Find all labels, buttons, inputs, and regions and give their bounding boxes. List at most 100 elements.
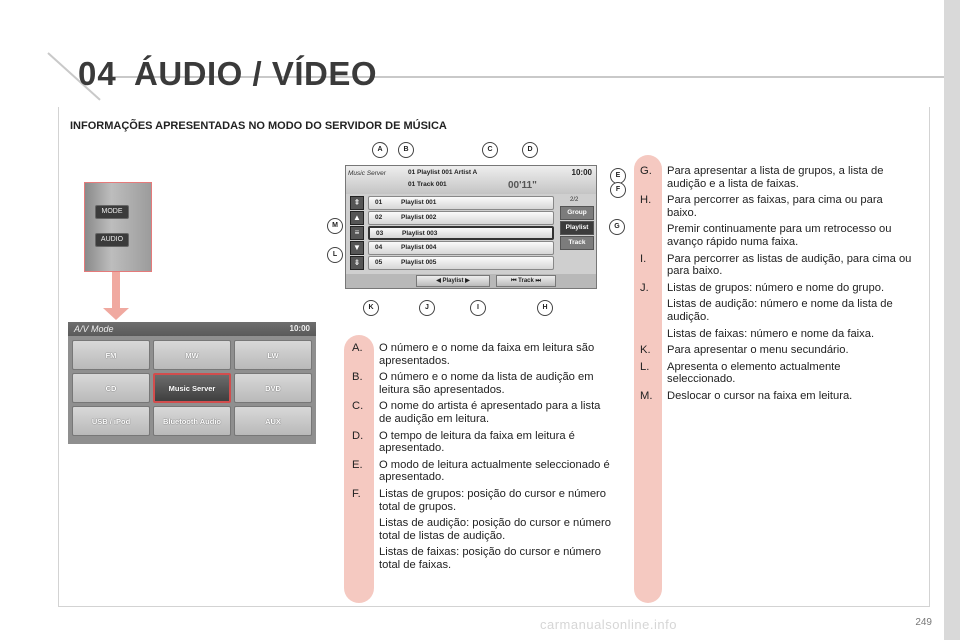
av-mode-title: A/V Mode: [74, 324, 114, 334]
playlist-row[interactable]: 03 Playlist 003: [368, 226, 554, 240]
legend-letter: D.: [352, 429, 364, 442]
content-frame: [58, 107, 930, 607]
list-nav-icon[interactable]: ≡: [350, 226, 364, 240]
legend-letter: G.: [640, 165, 652, 177]
music-server-header: Music Server 01 Playlist 001 Artist A 01…: [346, 166, 596, 194]
legend-extra-text: Listas de audição: posição do cursor e n…: [379, 517, 611, 542]
callout-k: K: [363, 300, 379, 316]
list-nav-icon[interactable]: ▼: [350, 241, 364, 255]
legend-text: Deslocar o cursor na faixa em leitura.: [667, 389, 853, 402]
legend-item: E.O modo de leitura actualmente seleccio…: [352, 459, 614, 484]
legend-item: H. Para percorrer as faixas, para cima ou…: [640, 194, 912, 219]
elapsed-time: 00'11": [508, 180, 537, 191]
list-mode-tab[interactable]: Group: [560, 206, 594, 220]
playlist-row-label: Playlist 001: [401, 199, 437, 206]
callout-g: G: [609, 219, 625, 235]
track-scroll-button[interactable]: ⏮ Track ⏭: [496, 275, 556, 287]
av-mode-button[interactable]: DVD: [234, 373, 312, 403]
legend-list-left: A. O número e o nome da faixa em leitura …: [352, 342, 614, 576]
playlist-row[interactable]: 04 Playlist 004: [368, 241, 554, 255]
legend-letter: M.: [640, 389, 653, 402]
down-arrow-icon: [103, 308, 129, 320]
legend-text: Para percorrer as faixas, para cima ou p…: [667, 194, 883, 219]
audio-button: AUDIO: [95, 233, 129, 247]
av-mode-clock: 10:00: [289, 324, 310, 333]
playlist-row-label: Playlist 004: [401, 244, 437, 251]
list-nav-icon[interactable]: ⇟: [350, 256, 364, 270]
watermark: carmanualsonline.info: [540, 617, 677, 632]
now-playing-playlist: 01 Playlist 001 Artist A: [408, 169, 478, 176]
playlist-row-label: Playlist 003: [402, 230, 438, 237]
av-mode-button[interactable]: Music Server: [153, 373, 231, 403]
callout-j: J: [419, 300, 435, 316]
legend-item: D. O tempo de leitura da faixa em leitura…: [352, 430, 614, 455]
legend-letter: H.: [640, 194, 652, 207]
legend-item: F.Listas de grupos: posição do cursor e …: [352, 488, 614, 513]
callout-b: B: [398, 142, 414, 158]
cursor-counter: 2/2: [570, 197, 579, 203]
music-server-source: Music Server: [348, 170, 386, 177]
callout-i: I: [470, 300, 486, 316]
legend-letter: A.: [352, 342, 363, 354]
list-mode-tab[interactable]: Playlist: [560, 221, 594, 235]
playlist-scroll-button[interactable]: ◀ Playlist ▶: [416, 275, 490, 287]
legend-letter: I.: [640, 252, 647, 265]
playlist-row-label: Playlist 005: [401, 259, 437, 266]
list-nav-icon[interactable]: ▲: [350, 211, 364, 225]
legend-text: Para apresentar o menu secundário.: [667, 344, 849, 357]
av-mode-button[interactable]: FM: [72, 340, 150, 370]
control-panel-photo: MODE AUDIO: [84, 182, 152, 272]
legend-letter: B.: [352, 371, 363, 384]
av-mode-button[interactable]: AUX: [234, 406, 312, 436]
legend-item: I.Para percorrer as listas de audição, p…: [640, 253, 912, 278]
header-rule: [108, 76, 944, 78]
list-mode-tab[interactable]: Track: [560, 236, 594, 250]
callout-e: E: [610, 168, 626, 184]
callout-f: F: [610, 182, 626, 198]
legend-text: O modo de leitura actualmente selecciona…: [379, 458, 610, 484]
av-mode-titlebar: A/V Mode 10:00: [68, 322, 316, 336]
legend-letter: C.: [352, 400, 364, 413]
callout-m: M: [327, 218, 343, 234]
playlist-row-number: 04: [375, 244, 383, 251]
av-mode-button[interactable]: Bluetooth Audio: [153, 406, 231, 436]
legend-text: Para apresentar a lista de grupos, a lis…: [667, 165, 884, 190]
legend-extra-text: Listas de faixas: número e nome da faixa…: [667, 327, 875, 340]
legend-text: O número e o nome da faixa em leitura sã…: [379, 342, 595, 367]
legend-letter: F.: [352, 487, 361, 500]
legend-text: Apresenta o elemento actualmente selecci…: [667, 360, 841, 386]
music-server-screen: Music Server 01 Playlist 001 Artist A 01…: [345, 165, 597, 289]
mode-button: MODE: [95, 205, 129, 219]
music-server-bottom-bar: ◀ Playlist ▶ ⏮ Track ⏭: [346, 274, 596, 288]
callout-h: H: [537, 300, 553, 316]
now-playing-track: 01 Track 001: [408, 181, 447, 188]
av-mode-button[interactable]: LW: [234, 340, 312, 370]
legend-item: K.Para apresentar o menu secundário.: [640, 344, 912, 357]
callout-d: D: [522, 142, 538, 158]
legend-list-right: G. Para apresentar a lista de grupos, a l…: [640, 165, 912, 407]
legend-extra-text: Listas de audição: número e nome da list…: [667, 298, 893, 323]
playlist-row-number: 03: [376, 230, 384, 237]
legend-letter: L.: [640, 360, 650, 373]
legend-item: G. Para apresentar a lista de grupos, a l…: [640, 165, 912, 190]
legend-item: C.O nome do artista é apresentado para a…: [352, 400, 614, 425]
legend-strip-right: [634, 155, 662, 603]
page-side-rail: [944, 0, 960, 640]
page-number: 249: [915, 617, 932, 628]
legend-text: O tempo de leitura da faixa em leitura é…: [379, 429, 575, 455]
list-nav-icon[interactable]: ⇞: [350, 196, 364, 210]
down-arrow-shaft: [112, 272, 120, 310]
callout-l: L: [327, 247, 343, 263]
av-mode-button[interactable]: CD: [72, 373, 150, 403]
av-mode-button[interactable]: MW: [153, 340, 231, 370]
playlist-row-label: Playlist 002: [401, 214, 437, 221]
av-mode-button[interactable]: USB / iPod: [72, 406, 150, 436]
legend-extra-text: Listas de faixas: posição do cursor e nú…: [379, 546, 602, 571]
callout-a: A: [372, 142, 388, 158]
chapter-title: ÁUDIO / VÍDEO: [134, 55, 378, 92]
